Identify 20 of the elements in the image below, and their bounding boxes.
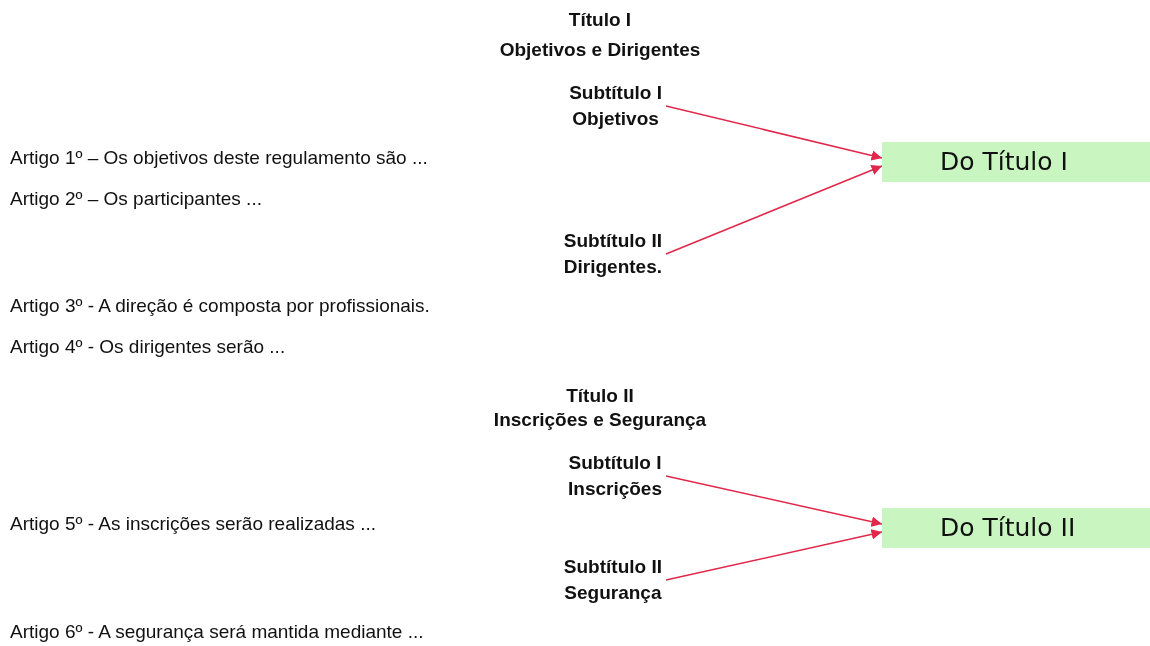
arrow: [665, 529, 883, 581]
arrow: [665, 475, 883, 527]
section-heading: Inscrições e Segurança: [493, 408, 707, 432]
article-text: Artigo 4º - Os dirigentes serão ...: [10, 335, 286, 359]
article-text: Artigo 3º - A direção é composta por profissionais.: [10, 294, 430, 318]
subtitle-heading: Subtítulo II Segurança: [563, 554, 662, 606]
article-text: Artigo 1º – Os objetivos deste regulamento são ...: [10, 146, 428, 170]
section-heading: Objetivos e Dirigentes: [499, 38, 701, 62]
subtitle-heading: Subtítulo I Objetivos: [569, 80, 662, 132]
article-text: Artigo 5º - As inscrições serão realizadas ...: [10, 512, 376, 536]
article-text: Artigo 6º - A segurança será mantida mediante ...: [10, 620, 424, 644]
article-text: Artigo 2º – Os participantes ...: [10, 187, 262, 211]
arrow: [665, 165, 883, 255]
section-heading: Título II: [566, 384, 634, 408]
highlight-box: Do Título I: [882, 142, 1150, 182]
highlight-box: Do Título II: [882, 508, 1150, 548]
subtitle-heading: Subtítulo I Inscrições: [568, 450, 662, 502]
arrow: [665, 105, 883, 161]
section-heading: Título I: [568, 8, 632, 32]
subtitle-heading: Subtítulo II Dirigentes.: [563, 228, 662, 280]
